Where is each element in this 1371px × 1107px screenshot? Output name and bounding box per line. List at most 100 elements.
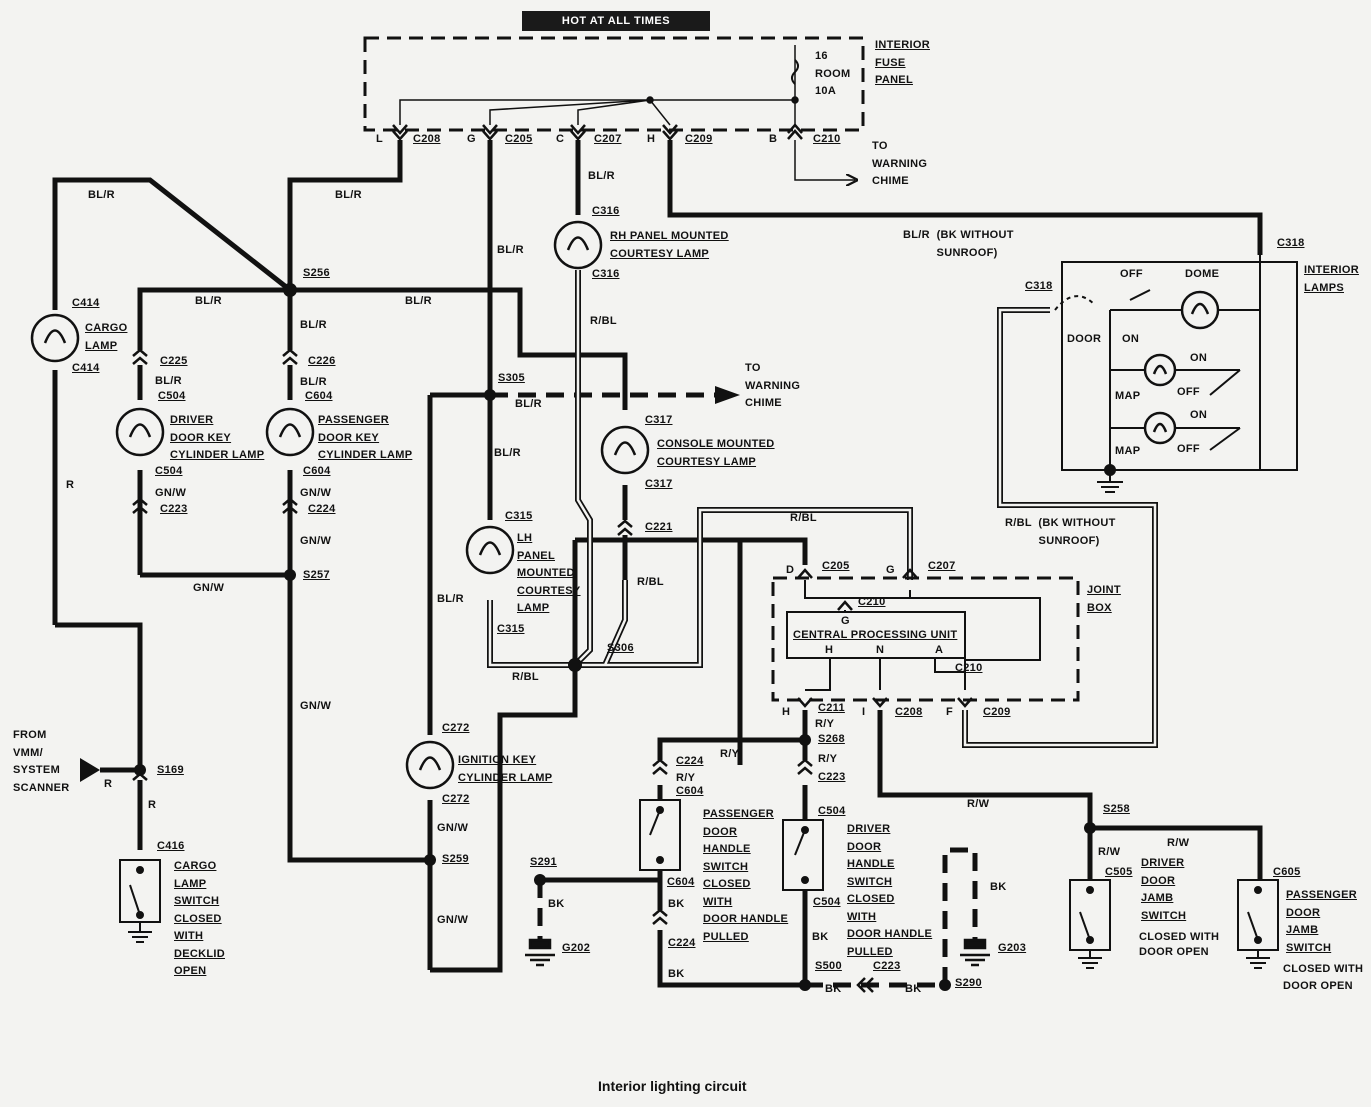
passenger-door-handle-switch-symbol	[639, 799, 681, 871]
c414-upper: C414	[72, 297, 100, 309]
c225-label: C225	[160, 355, 188, 367]
g202-ground-symbol	[525, 938, 555, 967]
wire-blr-7: BL/R	[300, 319, 327, 331]
s268-label: S268	[818, 733, 845, 745]
c317-upper: C317	[645, 414, 673, 426]
cpu-label: CENTRAL PROCESSING UNIT	[793, 629, 958, 641]
pin-b: B	[769, 133, 778, 145]
wire-rw-1: R/W	[967, 798, 990, 810]
joint-pin-f: F	[946, 706, 954, 718]
c604-low: C604	[667, 876, 695, 888]
g203-ground-symbol	[960, 938, 990, 967]
cpu-pin-a: A	[935, 644, 944, 656]
driver-jamb-switch-symbol	[1069, 879, 1111, 969]
wire-blr-12: BL/R	[437, 593, 464, 605]
figure-caption: Interior lighting circuit	[598, 1078, 747, 1094]
rh-courtesy-lamp-symbol	[553, 220, 603, 270]
wire-gnw-7: GN/W	[437, 914, 469, 926]
cargo-switch-label: CARGO LAMP SWITCH CLOSED WITH DECKLID OP…	[174, 860, 225, 977]
pin-g: G	[467, 133, 476, 145]
driver-key-lamp-label: DRIVER DOOR KEY CYLINDER LAMP	[170, 414, 265, 461]
s256-label: S256	[303, 267, 330, 279]
cpu-pin-h: H	[825, 644, 834, 656]
fuse-panel-connectors	[392, 123, 803, 141]
c504-mid: C504	[818, 805, 846, 817]
interior-lamps-box	[1054, 255, 1298, 471]
grounds	[525, 938, 990, 967]
c504-low: C504	[813, 896, 841, 908]
s259-label: S259	[442, 853, 469, 865]
wire-rbl-4: R/BL	[512, 671, 539, 683]
wire-gnw-4: GN/W	[193, 582, 225, 594]
wire-blr-10: BL/R	[515, 398, 542, 410]
to-warning-chime-mid-label: TO WARNING CHIME	[745, 362, 801, 409]
wire-gnw-2: GN/W	[300, 487, 332, 499]
s306-label: S306	[607, 642, 634, 654]
c209-joint: C209	[983, 706, 1011, 718]
interior-lamps-label: INTERIOR LAMPS	[1304, 264, 1359, 294]
inline-connectors	[132, 348, 874, 993]
switch-off-label: OFF	[1120, 268, 1143, 280]
c315-lower: C315	[497, 623, 525, 635]
wire-bk-3: BK	[812, 931, 829, 943]
c504-lower: C504	[155, 465, 183, 477]
c223-mid: C223	[818, 771, 846, 783]
wire-blr-2: BL/R	[335, 189, 362, 201]
wire-rw-2: R/W	[1167, 837, 1190, 849]
driver-jamb-switch-label: DRIVER DOOR JAMB SWITCH	[1141, 857, 1187, 922]
double-wires-inner	[488, 270, 1157, 747]
wire-ry-2: R/Y	[720, 748, 740, 760]
splice-points	[134, 283, 1096, 991]
wire-ry-4: R/Y	[818, 753, 838, 765]
c207-top: C207	[594, 133, 622, 145]
wire-rbl-1: R/BL	[590, 315, 617, 327]
pass-key-lamp-symbol	[265, 407, 315, 457]
hot-at-all-times-banner: HOT AT ALL TIMES	[522, 11, 710, 31]
lh-panel-lamp-label: LH PANEL MOUNTED COURTESY LAMP	[517, 532, 581, 614]
c210-joint: C210	[858, 596, 886, 608]
wire-bk-2: BK	[668, 968, 685, 980]
g203-label: G203	[998, 942, 1027, 954]
c604-upper: C604	[305, 390, 333, 402]
c605-label: C605	[1273, 866, 1301, 878]
driver-handle-switch-label: DRIVER DOOR HANDLE SWITCH CLOSED WITH DO…	[847, 823, 933, 958]
c223-left: C223	[160, 503, 188, 515]
fuse-panel-label: INTERIOR FUSE PANEL	[875, 39, 930, 86]
wire-blr-1: BL/R	[88, 189, 115, 201]
wire-blr-bk-without-sunroof: BL/R (BK WITHOUT SUNROOF)	[903, 229, 1014, 259]
console-lamp-symbol	[600, 425, 650, 475]
switches	[119, 799, 1279, 969]
wire-blr-4: BL/R	[497, 244, 524, 256]
s169-label: S169	[157, 764, 184, 776]
cpu-pin-n: N	[876, 644, 885, 656]
lamps	[30, 220, 1220, 790]
map1-label: MAP	[1115, 390, 1141, 402]
cpu-pin-g: G	[841, 615, 850, 627]
cargo-lamp-label: CARGO LAMP	[85, 322, 128, 352]
ignition-lamp-symbol	[405, 740, 455, 790]
central-processing-unit	[786, 580, 1041, 691]
wire-gnw-5: GN/W	[300, 700, 332, 712]
c504-upper: C504	[158, 390, 186, 402]
map-lamp-2-symbol	[1143, 411, 1177, 445]
c316-upper: C316	[592, 205, 620, 217]
s257-label: S257	[303, 569, 330, 581]
joint-pin-h: H	[782, 706, 791, 718]
wire-r-3: R	[148, 799, 157, 811]
map2-on-label: ON	[1190, 409, 1208, 421]
map-lamp-1-symbol	[1143, 353, 1177, 387]
driver-key-lamp-symbol	[115, 407, 165, 457]
pin-c: C	[556, 133, 565, 145]
double-wires	[487, 270, 1158, 748]
wire-r-2: R	[104, 778, 113, 790]
pin-l: L	[376, 133, 384, 145]
c317-lower: C317	[645, 478, 673, 490]
pass-jamb-switch-label: PASSENGER DOOR JAMB SWITCH	[1286, 889, 1357, 954]
wire-bk-4: BK	[548, 898, 565, 910]
joint-pin-i: I	[862, 706, 866, 718]
wire-bk-5: BK	[825, 983, 842, 995]
fuse-16-room-10a-label: 16 ROOM 10A	[815, 50, 851, 97]
pass-jamb-note: CLOSED WITH DOOR OPEN	[1283, 963, 1364, 992]
c224-mid: C224	[676, 755, 704, 767]
joint-box-label: JOINT BOX	[1087, 584, 1121, 614]
